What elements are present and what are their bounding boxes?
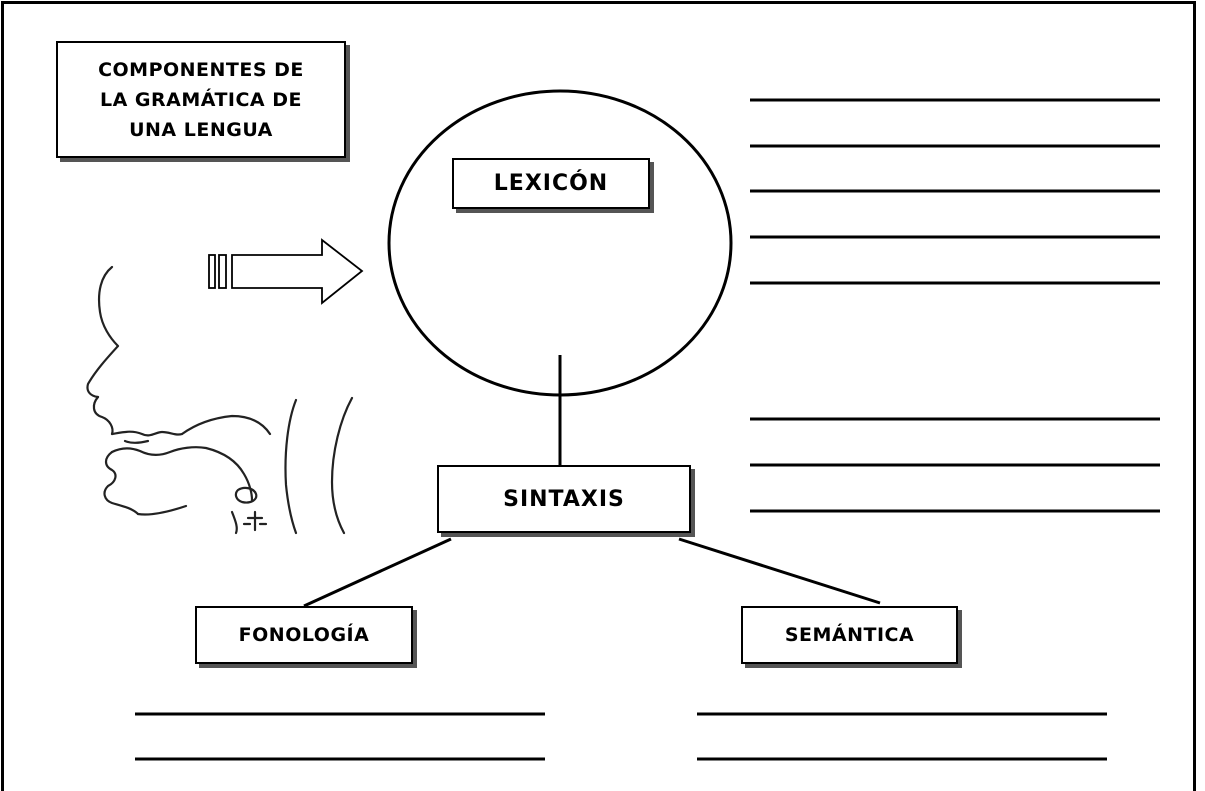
page-title: COMPONENTES DE LA GRAMÁTICA DE UNA LENGU… [98, 58, 304, 141]
lexicon-circle [387, 89, 733, 397]
semantics-label-box: SEMÁNTICA [741, 606, 958, 664]
answer-lines-semantics [697, 712, 1107, 761]
answer-lines-phonology [135, 712, 545, 761]
lexicon-label-box: LEXICÓN [452, 158, 650, 209]
answer-lines-syntax [750, 417, 1160, 513]
lexicon-label: LEXICÓN [493, 171, 609, 196]
vocal-tract-profile-sketch [86, 265, 354, 535]
syntax-label: SINTAXIS [503, 486, 625, 512]
connector-syntax-phonology [303, 537, 452, 608]
title-box: COMPONENTES DE LA GRAMÁTICA DE UNA LENGU… [56, 41, 346, 158]
semantics-label: SEMÁNTICA [784, 624, 915, 646]
answer-lines-lexicon [750, 98, 1160, 285]
connector-syntax-semantics [678, 537, 881, 605]
phonology-label: FONOLOGÍA [238, 624, 370, 646]
right-arrow-icon [208, 238, 364, 305]
phonology-label-box: FONOLOGÍA [195, 606, 413, 664]
syntax-label-box: SINTAXIS [437, 465, 691, 533]
